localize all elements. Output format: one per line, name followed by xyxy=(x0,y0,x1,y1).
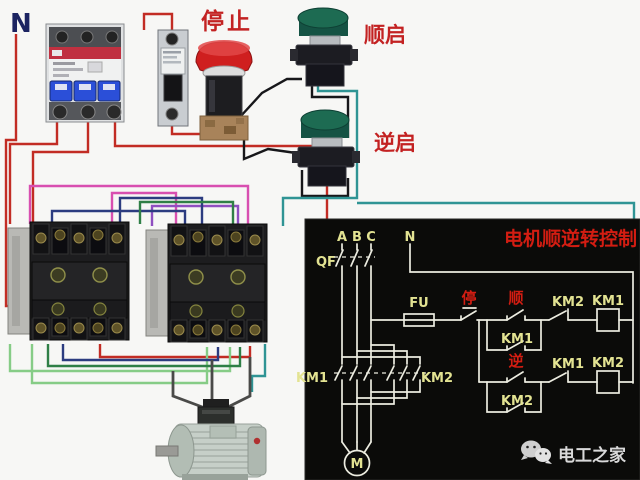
motor xyxy=(155,399,267,480)
phase-a-label: A xyxy=(337,230,347,245)
km1-selfhold-label: KM1 xyxy=(501,332,533,347)
km2-coil-label: KM2 xyxy=(592,356,624,371)
main-contacts xyxy=(334,365,427,443)
phase-b-label: B xyxy=(352,230,362,245)
motor-symbol-label: M xyxy=(351,457,364,472)
schematic-neutral-label: N xyxy=(405,230,416,245)
wechat-icon xyxy=(521,440,552,464)
km1-interlock-label: KM1 xyxy=(552,357,584,372)
control-rung-forward xyxy=(370,307,634,351)
stop-button-label: 停止 xyxy=(201,8,253,35)
contactor-left xyxy=(7,221,130,341)
wiring xyxy=(4,12,636,410)
km1-coil-label: KM1 xyxy=(592,294,624,309)
forward-button-label: 顺启 xyxy=(364,23,406,47)
qf-label: QF xyxy=(316,255,336,270)
reverse-start-button: 逆启 xyxy=(292,109,416,187)
reverse-contact-label: 逆 xyxy=(508,352,523,370)
stop-contact-label: 停 xyxy=(461,289,476,307)
main-km2-label: KM2 xyxy=(421,371,453,386)
watermark-text: 电工之家 xyxy=(558,445,626,466)
forward-contact-label: 顺 xyxy=(508,289,523,307)
schematic-title: 电机顺逆转控制 xyxy=(504,227,637,250)
phase-c-label: C xyxy=(366,230,376,245)
contactor-right xyxy=(145,223,268,343)
km2-interlock-label: KM2 xyxy=(552,295,584,310)
km2-selfhold-label: KM2 xyxy=(501,394,533,409)
reverse-button-label: 逆启 xyxy=(374,131,416,155)
schematic-panel: 电机顺逆转控制 A B C N QF xyxy=(296,218,640,480)
circuit-breaker-3p xyxy=(45,23,125,123)
photo-area: N xyxy=(4,7,636,480)
control-rung-reverse xyxy=(478,319,634,413)
qf-breaker-symbol xyxy=(334,243,375,267)
fu-label: FU xyxy=(409,296,428,311)
neutral-wire-label: N xyxy=(10,9,32,39)
forward-start-button: 顺启 xyxy=(290,7,406,87)
circuit-breaker-1p xyxy=(157,29,189,127)
main-km1-label: KM1 xyxy=(296,371,328,386)
stop-button: 停止 xyxy=(195,8,253,141)
